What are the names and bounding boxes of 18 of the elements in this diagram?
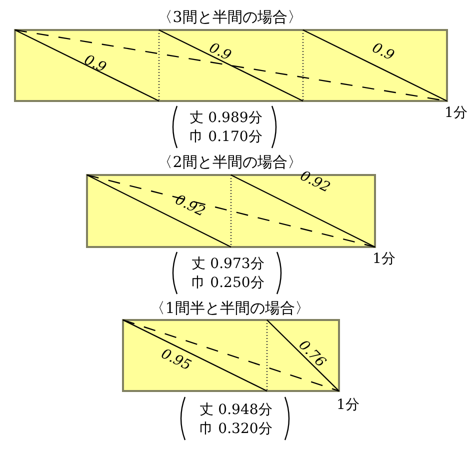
- dimension-value: 巾 0.250分: [192, 275, 264, 291]
- section-title: 〈2間と半間の場合〉: [158, 154, 302, 170]
- diagonal-length: 0.92: [297, 168, 333, 196]
- dimension-value: 巾 0.320分: [200, 421, 272, 437]
- diagonal-length: 0.95: [158, 346, 194, 374]
- unit-label: 1分: [372, 251, 396, 267]
- dimension-value: 巾 0.170分: [190, 129, 262, 145]
- section-title: 〈1間半と半間の場合〉: [150, 300, 310, 316]
- unit-label: 1分: [336, 397, 360, 413]
- dimension-value: 丈 0.989分: [190, 110, 262, 126]
- unit-label: 1分: [444, 105, 468, 121]
- diagonal-length: 0.92: [172, 192, 208, 220]
- diagonal-length: 0.9: [369, 40, 397, 64]
- diagonal-length: 0.9: [81, 52, 109, 76]
- dimension-value: 丈 0.948分: [200, 402, 272, 418]
- section-title: 〈3間と半間の場合〉: [158, 9, 302, 25]
- dimension-value: 丈 0.973分: [192, 256, 264, 272]
- diagonal-length: 0.9: [206, 40, 234, 64]
